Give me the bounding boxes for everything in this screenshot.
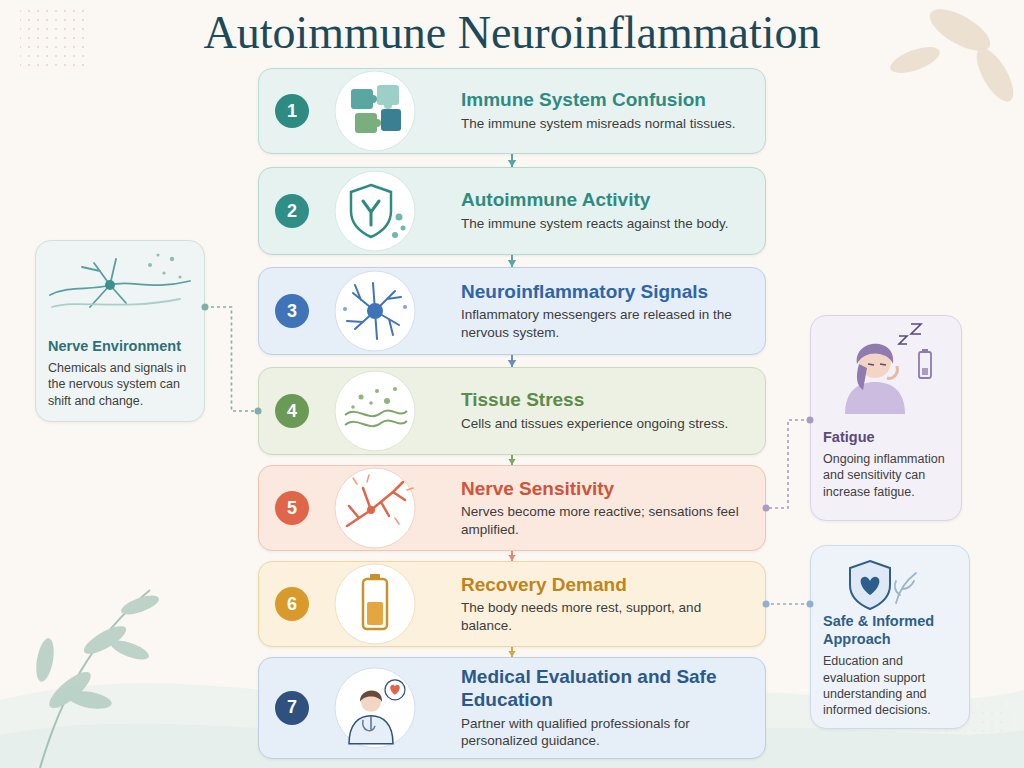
step-number: 3 bbox=[275, 294, 309, 328]
connector-line bbox=[766, 420, 810, 508]
process-box: Neuroinflammatory SignalsInflammatory me… bbox=[258, 267, 766, 355]
nerve-environment-illustration bbox=[50, 254, 190, 308]
node-body: Nerves become more reactive; sensations … bbox=[461, 503, 751, 538]
arrowhead bbox=[508, 260, 516, 267]
flow-arrow bbox=[508, 551, 515, 561]
step-number: 1 bbox=[275, 94, 309, 128]
callout-number: 6 bbox=[287, 594, 297, 615]
doctor-icon bbox=[335, 668, 415, 748]
step-number: 4 bbox=[275, 394, 309, 428]
process-box: Medical Evaluation and Safe EducationPar… bbox=[258, 657, 766, 759]
side-callout: Safe & Informed ApproachEducation and ev… bbox=[810, 545, 970, 729]
callout-number: 2 bbox=[287, 201, 297, 222]
tissue-icon bbox=[335, 371, 415, 451]
node-heading: Immune System Confusion bbox=[461, 89, 751, 112]
step-number: 2 bbox=[275, 194, 309, 228]
connector-dot bbox=[763, 601, 770, 608]
step-number: 7 bbox=[275, 691, 309, 725]
connector-dot bbox=[807, 601, 814, 608]
node-heading: Medical Evaluation and Safe Education bbox=[461, 666, 751, 712]
diagram-title: Autoimmune Neuroinflammation bbox=[0, 6, 1024, 59]
arrowhead bbox=[508, 160, 516, 167]
shield-antibody-icon bbox=[335, 171, 415, 251]
neuron-icon bbox=[335, 271, 415, 351]
callout-number: 7 bbox=[287, 697, 297, 718]
node-body: Partner with qualified professionals for… bbox=[461, 715, 751, 750]
process-box: Immune System ConfusionThe immune system… bbox=[258, 68, 766, 154]
node-heading: Autoimmune Activity bbox=[461, 189, 751, 212]
connector-dot bbox=[255, 408, 262, 415]
sensitive-nerve-icon bbox=[335, 468, 415, 548]
process-box: Nerve SensitivityNerves become more reac… bbox=[258, 465, 766, 551]
connector-line bbox=[511, 255, 513, 267]
connector-line bbox=[511, 551, 513, 561]
flow-arrow bbox=[508, 355, 516, 367]
dashed-connector bbox=[763, 601, 814, 608]
battery-icon bbox=[335, 564, 415, 644]
connector-line bbox=[511, 154, 513, 167]
fatigue-illustration bbox=[845, 324, 931, 414]
connector-line bbox=[511, 455, 513, 465]
node-body: Education and evaluation support underst… bbox=[823, 653, 959, 718]
node-body: The immune system misreads normal tissue… bbox=[461, 115, 751, 133]
side-callout: Nerve EnvironmentChemicals and signals i… bbox=[35, 240, 205, 422]
flow-arrow bbox=[508, 455, 515, 465]
node-body: Chemicals and signals in the nervous sys… bbox=[48, 360, 194, 409]
step-number: 5 bbox=[275, 491, 309, 525]
node-body: The body needs more rest, support, and b… bbox=[461, 599, 751, 634]
node-heading: Nerve Environment bbox=[48, 337, 194, 355]
connector-line bbox=[511, 647, 513, 657]
callout-number: 3 bbox=[287, 301, 297, 322]
node-heading: Recovery Demand bbox=[461, 574, 751, 597]
node-body: The immune system reacts against the bod… bbox=[461, 215, 751, 233]
process-box: Autoimmune ActivityThe immune system rea… bbox=[258, 167, 766, 255]
connector-dot bbox=[763, 505, 770, 512]
arrowhead bbox=[508, 555, 515, 561]
node-heading: Fatigue bbox=[823, 428, 951, 446]
node-heading: Safe & Informed Approach bbox=[823, 612, 959, 648]
dashed-connector bbox=[763, 417, 814, 512]
callout-number: 5 bbox=[287, 498, 297, 519]
flow-arrow bbox=[508, 255, 516, 267]
dashed-connector bbox=[202, 304, 262, 415]
flow-arrow bbox=[508, 647, 515, 657]
connector-line bbox=[766, 603, 810, 605]
connector-dot bbox=[807, 417, 814, 424]
connector-line bbox=[511, 355, 513, 367]
node-body: Ongoing inflammation and sensitivity can… bbox=[823, 451, 951, 500]
callout-number: 1 bbox=[287, 101, 297, 122]
connector-line bbox=[205, 307, 258, 411]
callout-number: 4 bbox=[287, 401, 297, 422]
connector-dot bbox=[202, 304, 209, 311]
node-heading: Nerve Sensitivity bbox=[461, 478, 751, 501]
side-callout: FatigueOngoing inflammation and sensitiv… bbox=[810, 315, 962, 521]
node-body: Inflammatory messengers are released in … bbox=[461, 306, 751, 341]
puzzle-icon bbox=[335, 71, 415, 151]
arrowhead bbox=[508, 459, 515, 465]
arrowhead bbox=[508, 360, 516, 367]
process-box: Tissue StressCells and tissues experienc… bbox=[258, 367, 766, 455]
arrowhead bbox=[508, 651, 515, 657]
process-box: Recovery DemandThe body needs more rest,… bbox=[258, 561, 766, 647]
safe-approach-illustration bbox=[850, 561, 916, 609]
node-body: Cells and tissues experience ongoing str… bbox=[461, 415, 751, 433]
node-heading: Neuroinflammatory Signals bbox=[461, 281, 751, 304]
node-heading: Tissue Stress bbox=[461, 389, 751, 412]
flow-arrow bbox=[508, 154, 516, 167]
step-number: 6 bbox=[275, 587, 309, 621]
